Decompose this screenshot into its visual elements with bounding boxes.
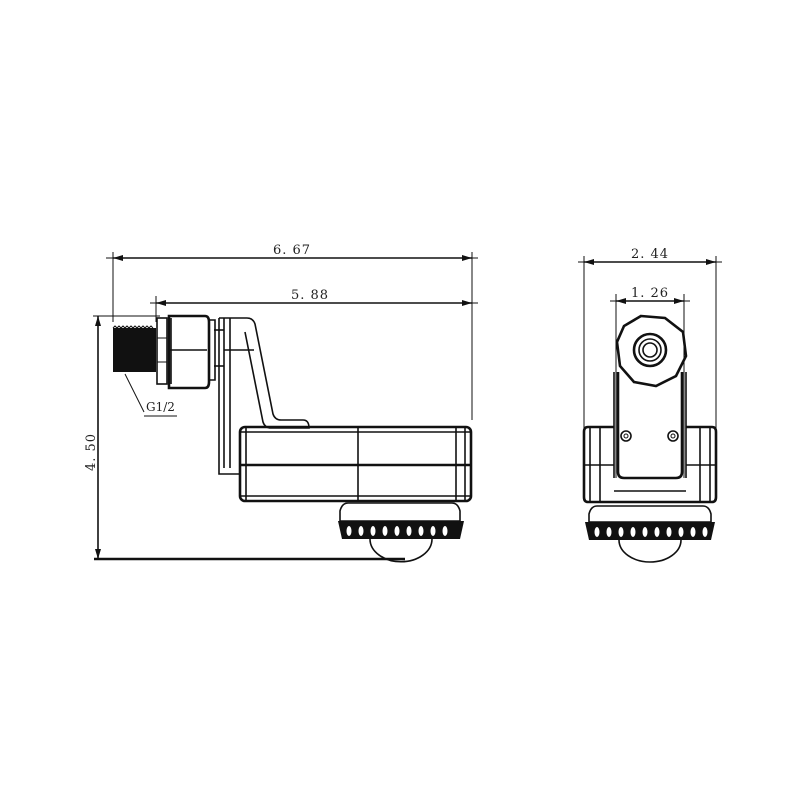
overall-height-value: 4. 50	[84, 433, 99, 471]
dimension-overall-height: 4. 50	[84, 315, 405, 561]
front-bracket	[613, 372, 687, 480]
front-float-body	[582, 425, 718, 504]
threaded-fitting	[112, 314, 224, 390]
overall-length-value: 6. 67	[273, 243, 311, 258]
thread-callout-label: G1/2	[146, 400, 175, 414]
mounting-bracket	[218, 317, 310, 475]
dimension-overall-width: 2. 44	[578, 247, 722, 430]
fitting-end	[615, 314, 688, 388]
thread-callout: G1/2	[124, 373, 177, 417]
float-body	[238, 425, 473, 503]
fitting-width-value: 1. 26	[631, 286, 669, 301]
front-sensor-knob	[585, 505, 715, 563]
dimension-fitting-width: 1. 26	[610, 286, 690, 478]
sensor-knob	[338, 502, 464, 563]
dimension-overall-length: 6. 67	[106, 243, 478, 420]
side-view: 6. 67 5. 88 4. 50	[84, 243, 478, 563]
overall-width-value: 2. 44	[631, 247, 669, 262]
front-view: 2. 44 1. 26	[578, 247, 722, 563]
body-length-value: 5. 88	[291, 288, 329, 303]
dimension-body-length: 5. 88	[150, 288, 478, 322]
